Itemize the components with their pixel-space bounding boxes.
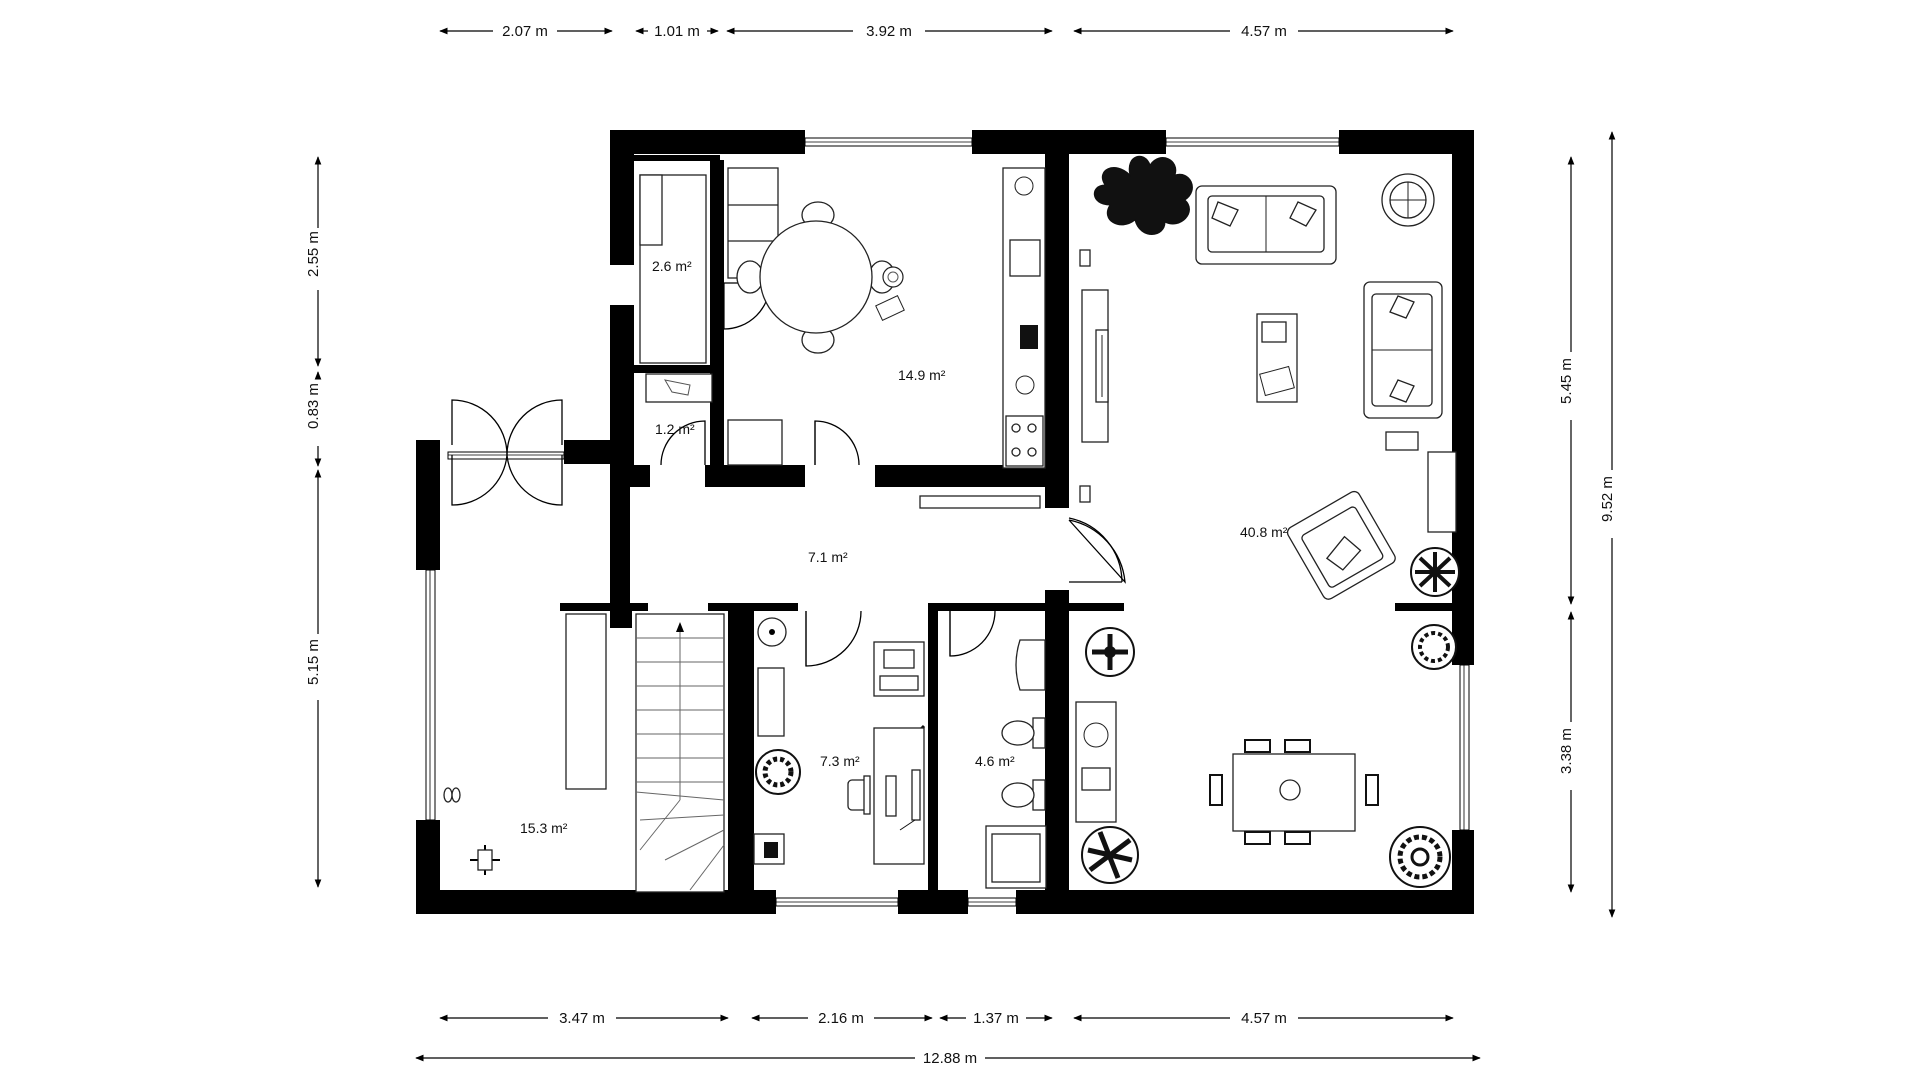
- plant-icon: [755, 749, 801, 795]
- dim-bottom-2: 2.16 m: [751, 1010, 933, 1027]
- plant-icon: [1085, 627, 1135, 677]
- sofa-right: [1363, 281, 1443, 419]
- room-area-bathroom: 4.6 m²: [975, 753, 1015, 769]
- desk: [873, 727, 925, 865]
- room-area-living: 40.8 m²: [1240, 524, 1288, 540]
- dim-bottom-3: 1.37 m: [939, 1010, 1053, 1027]
- slippers: [443, 787, 461, 803]
- stove-icon: [1005, 415, 1044, 467]
- dim-label: 4.57 m: [1241, 23, 1287, 40]
- dim-right-2: 3.38 m: [1558, 611, 1575, 893]
- dim-label: 1.01 m: [654, 23, 700, 40]
- dim-label: 2.55 m: [305, 231, 322, 277]
- radio-icon: [1385, 431, 1419, 451]
- kitchen-counter: [1002, 167, 1046, 469]
- doors: [451, 282, 1126, 667]
- dim-left-2: 0.83 m: [305, 371, 322, 467]
- plant-icon: [1389, 826, 1451, 888]
- room-area-hallway: 7.1 m²: [808, 549, 848, 565]
- door-kitchen: [814, 420, 860, 466]
- living-cabinet: [1427, 451, 1457, 533]
- toilet-icon: [1001, 779, 1046, 811]
- tap-icon: [664, 379, 691, 396]
- staircase: [635, 613, 725, 893]
- window-living-right: [1459, 664, 1470, 831]
- walls: [416, 130, 1474, 914]
- dining-table: [1209, 739, 1379, 845]
- plant-icon: [1411, 624, 1457, 670]
- shower-bench: [1015, 639, 1046, 691]
- dim-label: 3.38 m: [1558, 728, 1575, 774]
- shoe-cabinet: [565, 613, 607, 790]
- shower-tray-icon: [985, 825, 1047, 889]
- cabinet-with-sink: [1075, 701, 1117, 823]
- plant-icon: [1093, 155, 1193, 235]
- dim-top-4: 4.57 m: [1073, 23, 1454, 40]
- dim-label: 4.57 m: [1241, 1010, 1287, 1027]
- room-area-wc: 1.2 m²: [655, 421, 695, 437]
- dim-left-3: 5.15 m: [305, 469, 322, 888]
- plant-icon: [1410, 547, 1460, 597]
- room-area-storage: 2.6 m²: [652, 258, 692, 274]
- office-chair-icon: [847, 775, 871, 815]
- door-office: [805, 610, 862, 667]
- window-entrance-top: [447, 451, 565, 460]
- dim-label: 5.15 m: [305, 639, 322, 685]
- coat-rack: [470, 845, 500, 875]
- plant-icon: [1081, 826, 1139, 884]
- dim-label: 9.52 m: [1599, 476, 1616, 522]
- side-table: [1381, 173, 1435, 227]
- windows: [425, 137, 1470, 907]
- dim-label: 0.83 m: [305, 383, 322, 429]
- dim-bottom-4: 4.57 m: [1073, 1010, 1454, 1027]
- sofa-top: [1195, 185, 1337, 265]
- office-furniture: [753, 617, 926, 865]
- armchair: [1286, 490, 1396, 600]
- dim-top-1: 2.07 m: [439, 23, 613, 40]
- dim-top-2: 1.01 m: [635, 23, 719, 40]
- dim-label: 3.92 m: [866, 23, 912, 40]
- hall-bench: [919, 495, 1041, 509]
- window-entrance-left: [425, 569, 436, 821]
- dim-label: 5.45 m: [1558, 358, 1575, 404]
- dim-label: 12.88 m: [923, 1050, 977, 1067]
- room-area-entrance: 15.3 m²: [520, 820, 568, 836]
- toilet-icon: [1001, 717, 1046, 749]
- door-living: [1068, 519, 1126, 584]
- dim-label: 2.07 m: [502, 23, 548, 40]
- door-wc: [660, 420, 706, 466]
- dim-total-height: 9.52 m: [1599, 131, 1616, 918]
- dimension-lines: 2.07 m 1.01 m 3.92 m 4.57 m 3.47 m 2.16 …: [305, 23, 1616, 1067]
- fireplace: [1081, 289, 1109, 443]
- door-bathroom: [949, 610, 996, 657]
- coffee-table: [1256, 313, 1298, 403]
- dining-table-round: [736, 201, 905, 354]
- dim-total-width: 12.88 m: [415, 1050, 1481, 1067]
- printer-icon: [873, 641, 925, 697]
- dim-label: 2.16 m: [818, 1010, 864, 1027]
- dim-right-1: 5.45 m: [1558, 156, 1575, 605]
- room-area-office: 7.3 m²: [820, 753, 860, 769]
- computer-icon: [885, 769, 921, 831]
- bathroom-fixtures: [985, 639, 1047, 889]
- dim-top-3: 3.92 m: [726, 23, 1053, 40]
- dim-bottom-1: 3.47 m: [439, 1010, 729, 1027]
- dim-label: 1.37 m: [973, 1010, 1019, 1027]
- dim-label: 3.47 m: [559, 1010, 605, 1027]
- door-entrance-double: [451, 399, 563, 506]
- wc-sink: [645, 373, 713, 403]
- room-labels: 2.6 m² 1.2 m² 14.9 m² 7.1 m² 40.8 m² 15.…: [520, 258, 1288, 836]
- room-area-kitchen: 14.9 m²: [898, 367, 946, 383]
- dim-left-1: 2.55 m: [305, 156, 322, 367]
